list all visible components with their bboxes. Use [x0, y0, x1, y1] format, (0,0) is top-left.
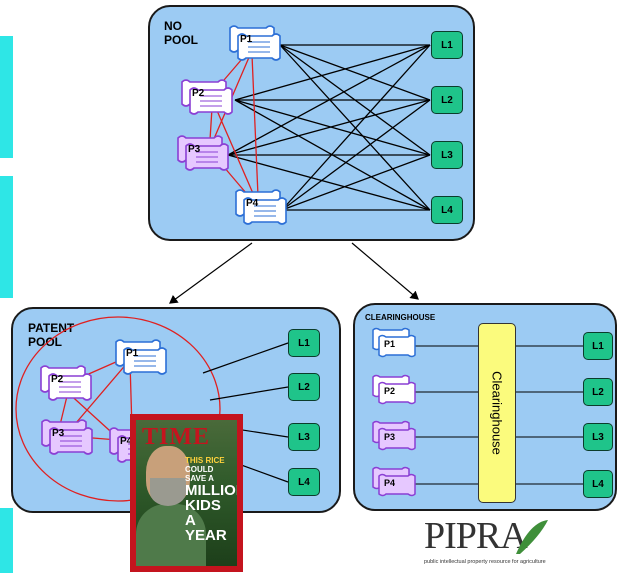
patent-scroll-icon	[372, 327, 416, 358]
patent-label: P1	[240, 34, 253, 45]
pipra-logo: PIPRA public intellectual property resou…	[424, 516, 584, 568]
clearinghouse-box: Clearinghouse	[478, 323, 516, 503]
clearinghouse-links	[405, 345, 583, 485]
clearinghouse-title: CLEARINGHOUSE	[365, 313, 436, 322]
patent-label: P4	[246, 198, 259, 209]
patent-scroll-icon	[235, 189, 287, 225]
patent-scroll-icon	[40, 365, 92, 401]
no-pool-patent-p3: P3	[172, 132, 230, 176]
leaf-icon	[516, 520, 548, 554]
magazine-masthead: TIME	[142, 424, 211, 450]
ch-patent-p3: P3	[368, 418, 416, 458]
ch-licensee-l3: L3	[583, 423, 613, 451]
ch-patent-p4: P4	[368, 464, 416, 504]
magazine-figure-shirt	[136, 504, 206, 566]
pipra-logo-word: PIPRA	[424, 515, 528, 557]
patent-label: P2	[384, 386, 396, 396]
patent-label: P1	[384, 339, 396, 349]
no-pool-licensee-l4: L4	[431, 196, 463, 224]
no-pool-licensee-l1: L1	[431, 31, 463, 59]
no-pool-title: NO POOL	[164, 19, 199, 47]
patent-label: P3	[384, 432, 396, 442]
patent-scroll-icon	[372, 466, 416, 497]
pool-patent-p2: P2	[35, 362, 93, 406]
patent-label: P3	[52, 428, 65, 439]
pool-licensee-l1: L1	[288, 329, 320, 357]
magazine-headline-line: A YEAR	[185, 512, 227, 544]
pool-licensee-l2: L2	[288, 373, 320, 401]
patent-scroll-icon	[181, 79, 233, 115]
magazine-headline-line: THIS RICE	[185, 456, 225, 465]
no-pool-licensee-l2: L2	[431, 86, 463, 114]
no-pool-patent-links	[209, 51, 259, 201]
no-pool-patent-p2: P2	[176, 76, 234, 120]
patent-label: P2	[51, 374, 64, 385]
clearinghouse-box-label: Clearinghouse	[489, 371, 505, 455]
patent-scroll-icon	[372, 420, 416, 451]
magazine-cover-image: TIME THIS RICE COULD SAVE A MILLION KIDS…	[130, 414, 243, 572]
pipra-logo-subtitle: public intellectual property resource fo…	[424, 559, 546, 565]
no-pool-licensee-l3: L3	[431, 141, 463, 169]
side-accent-bar-3	[0, 508, 13, 573]
no-pool-patent-p1: P1	[224, 22, 282, 66]
patent-scroll-icon	[372, 374, 416, 405]
ch-licensee-l1: L1	[583, 332, 613, 360]
patent-scroll-icon	[115, 339, 167, 375]
no-pool-patent-p4: P4	[230, 186, 288, 230]
pool-patent-p1: P1	[110, 336, 168, 380]
magazine-headline-line: COULD SAVE A	[185, 465, 214, 483]
no-pool-panel: NO POOL	[148, 5, 475, 241]
pool-circle	[15, 316, 221, 502]
patent-label: P3	[188, 144, 201, 155]
magazine-figure-beard	[150, 478, 186, 506]
ch-licensee-l4: L4	[583, 470, 613, 498]
patent-scroll-icon	[41, 419, 93, 455]
ch-patent-p1: P1	[368, 325, 416, 365]
no-pool-links	[227, 44, 431, 211]
pool-licensee-l4: L4	[288, 468, 320, 496]
magazine-headline: THIS RICE COULD SAVE A MILLION KIDS A YE…	[185, 456, 237, 544]
patent-label: P2	[192, 88, 205, 99]
patent-label: P1	[126, 348, 139, 359]
ch-patent-p2: P2	[368, 372, 416, 412]
patent-scroll-icon	[177, 135, 229, 171]
magazine-photo: TIME THIS RICE COULD SAVE A MILLION KIDS…	[136, 420, 237, 566]
patent-label: P4	[120, 436, 133, 447]
side-accent-bar-1	[0, 36, 13, 158]
patent-scroll-icon	[229, 25, 281, 61]
patent-label: P4	[384, 478, 396, 488]
side-accent-bar-2	[0, 176, 13, 298]
magazine-headline-line: KIDS	[185, 497, 221, 514]
pool-patent-p3: P3	[36, 416, 94, 460]
magazine-headline-line: MILLION	[185, 482, 237, 499]
pool-licensee-l3: L3	[288, 423, 320, 451]
ch-licensee-l2: L2	[583, 378, 613, 406]
